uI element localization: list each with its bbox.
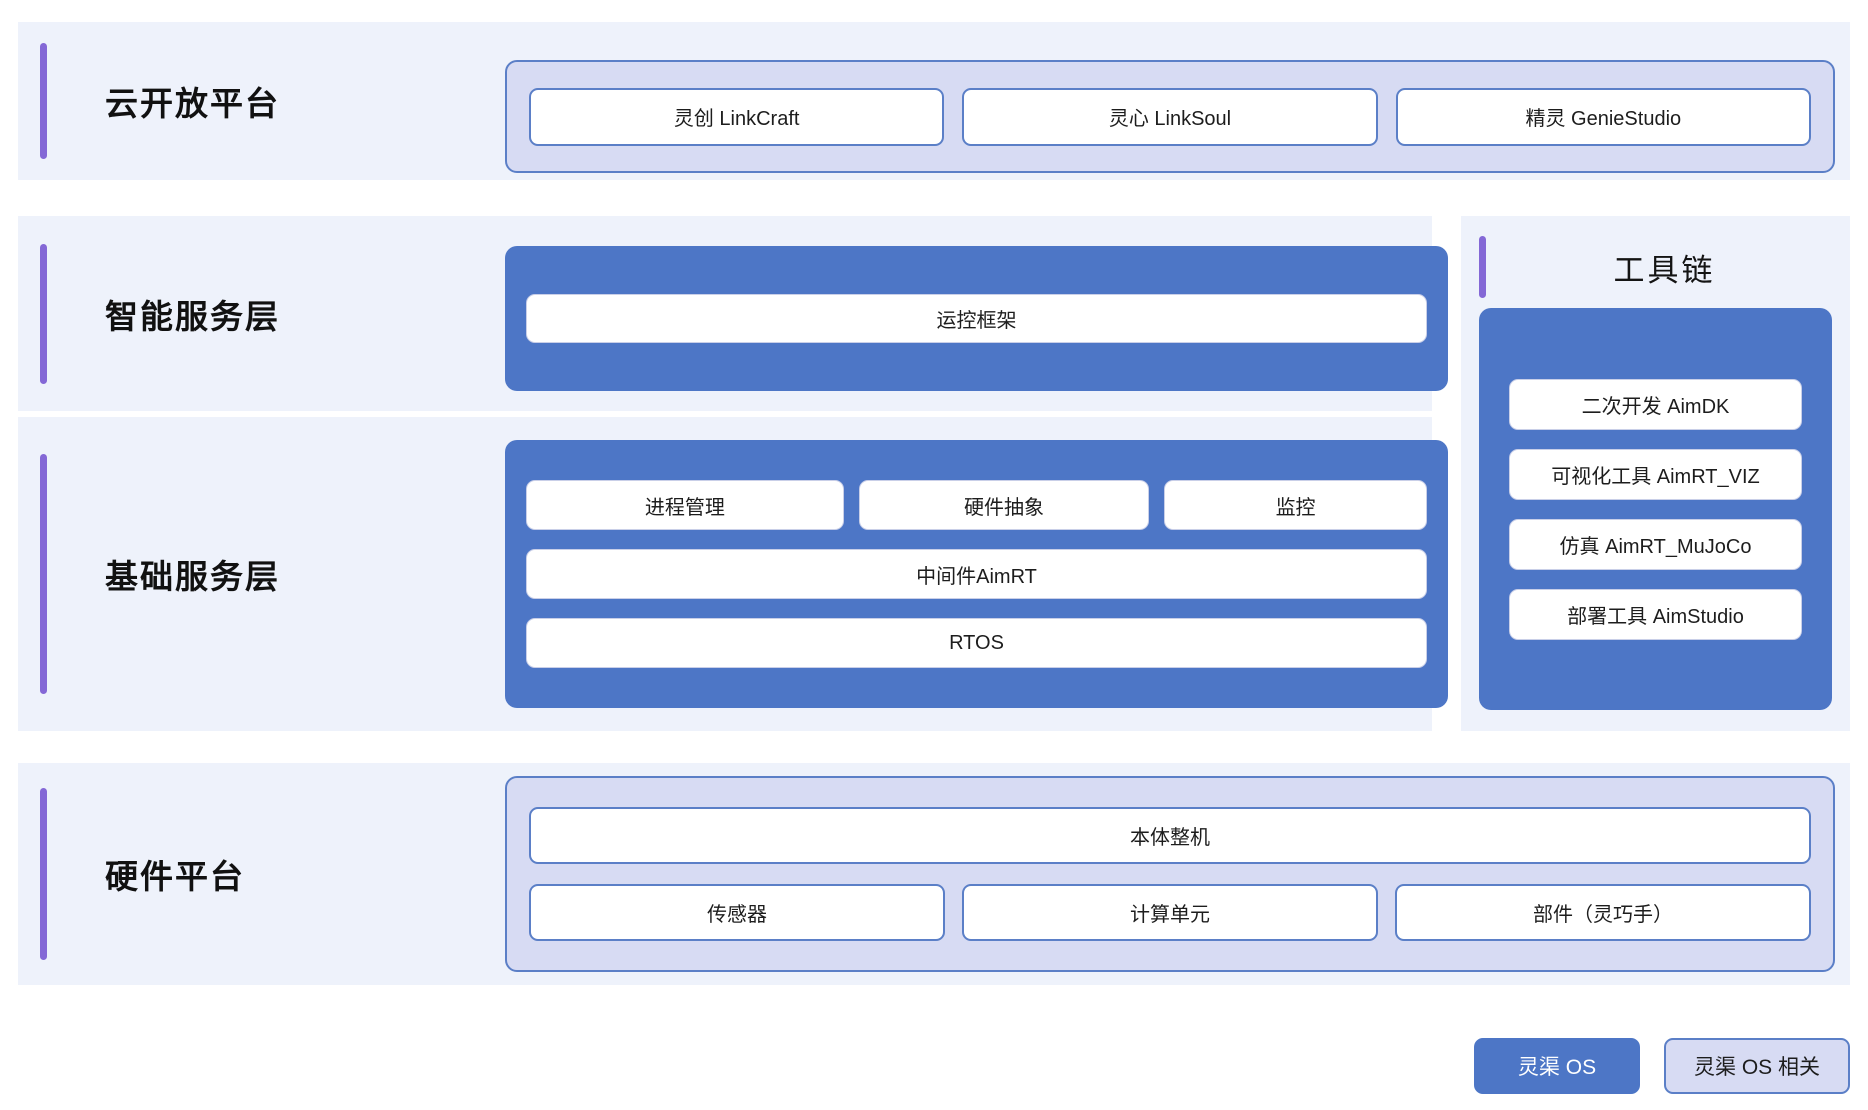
row-label-intelligent-service: 智能服务层 — [18, 216, 510, 411]
accent-bar-icon — [40, 454, 47, 694]
panel-intelligent-service: 运控框架 — [505, 246, 1448, 391]
chip-row-rtos: RTOS — [526, 618, 1427, 668]
toolchain-header: 工具链 — [1461, 216, 1850, 308]
chip-row-middleware: 中间件AimRT — [526, 549, 1427, 599]
layer-row-intelligent-service: 智能服务层 运控框架 — [18, 216, 1448, 411]
chip-row-basic-modules: 进程管理 硬件抽象 监控 — [526, 480, 1427, 530]
chip-middleware-aimrt[interactable]: 中间件AimRT — [526, 549, 1427, 599]
layer-row-basic-service: 基础服务层 进程管理 硬件抽象 监控 中间件AimRT RTOS — [18, 417, 1448, 731]
chip-aimdk[interactable]: 二次开发 AimDK — [1509, 378, 1802, 430]
chip-aimrt-mujoco[interactable]: 仿真 AimRT_MuJoCo — [1509, 518, 1802, 570]
legend-item-lingqu-os-related[interactable]: 灵渠 OS 相关 — [1664, 1038, 1850, 1094]
layer-row-hardware-platform: 硬件平台 本体整机 传感器 计算单元 部件（灵巧手） — [18, 763, 1850, 985]
accent-bar-icon — [40, 788, 47, 960]
chip-geniestudio[interactable]: 精灵 GenieStudio — [1395, 87, 1811, 146]
row-label-cloud-platform: 云开放平台 — [18, 22, 510, 180]
chip-main-body[interactable]: 本体整机 — [529, 807, 1811, 864]
chip-row-cloud-apps: 灵创 LinkCraft 灵心 LinkSoul 精灵 GenieStudio — [529, 87, 1811, 146]
layer-title-hardware-platform: 硬件平台 — [105, 858, 245, 895]
row-label-basic-service: 基础服务层 — [18, 417, 510, 731]
chip-rtos[interactable]: RTOS — [526, 618, 1427, 668]
layer-row-cloud-platform: 云开放平台 灵创 LinkCraft 灵心 LinkSoul 精灵 GenieS… — [18, 22, 1850, 180]
chip-aimrt-viz[interactable]: 可视化工具 AimRT_VIZ — [1509, 448, 1802, 500]
chip-process-management[interactable]: 进程管理 — [526, 480, 844, 530]
toolchain-column: 工具链 二次开发 AimDK 可视化工具 AimRT_VIZ 仿真 AimRT_… — [1461, 216, 1850, 731]
layer-title-intelligent-service: 智能服务层 — [105, 297, 280, 335]
chip-linkcraft[interactable]: 灵创 LinkCraft — [529, 87, 945, 146]
chip-dexterous-hand[interactable]: 部件（灵巧手） — [1395, 884, 1811, 941]
toolchain-title: 工具链 — [1613, 252, 1716, 288]
accent-bar-icon — [40, 43, 47, 159]
accent-bar-icon — [40, 243, 47, 384]
panel-hardware-platform: 本体整机 传感器 计算单元 部件（灵巧手） — [505, 776, 1835, 972]
chip-linksoul[interactable]: 灵心 LinkSoul — [962, 87, 1378, 146]
accent-bar-icon — [1479, 236, 1486, 298]
panel-basic-service: 进程管理 硬件抽象 监控 中间件AimRT RTOS — [505, 440, 1448, 708]
toolchain-panel: 二次开发 AimDK 可视化工具 AimRT_VIZ 仿真 AimRT_MuJo… — [1479, 308, 1832, 710]
panel-cloud-platform: 灵创 LinkCraft 灵心 LinkSoul 精灵 GenieStudio — [505, 60, 1835, 173]
chip-row-motion-control: 运控框架 — [526, 294, 1427, 343]
layer-title-basic-service: 基础服务层 — [105, 558, 280, 595]
chip-row-hardware-parts: 传感器 计算单元 部件（灵巧手） — [529, 884, 1811, 941]
chip-compute-unit[interactable]: 计算单元 — [962, 884, 1378, 941]
chip-row-main-body: 本体整机 — [529, 807, 1811, 864]
row-label-hardware-platform: 硬件平台 — [18, 763, 510, 985]
layer-title-cloud-platform: 云开放平台 — [105, 85, 280, 122]
chip-monitoring[interactable]: 监控 — [1164, 480, 1427, 530]
chip-motion-control-framework[interactable]: 运控框架 — [526, 294, 1427, 343]
chip-aimstudio[interactable]: 部署工具 AimStudio — [1509, 588, 1802, 640]
chip-sensor[interactable]: 传感器 — [529, 884, 945, 941]
legend: 灵渠 OS 灵渠 OS 相关 — [1474, 1038, 1850, 1094]
legend-item-lingqu-os[interactable]: 灵渠 OS — [1474, 1038, 1640, 1094]
chip-hardware-abstraction[interactable]: 硬件抽象 — [858, 480, 1150, 530]
